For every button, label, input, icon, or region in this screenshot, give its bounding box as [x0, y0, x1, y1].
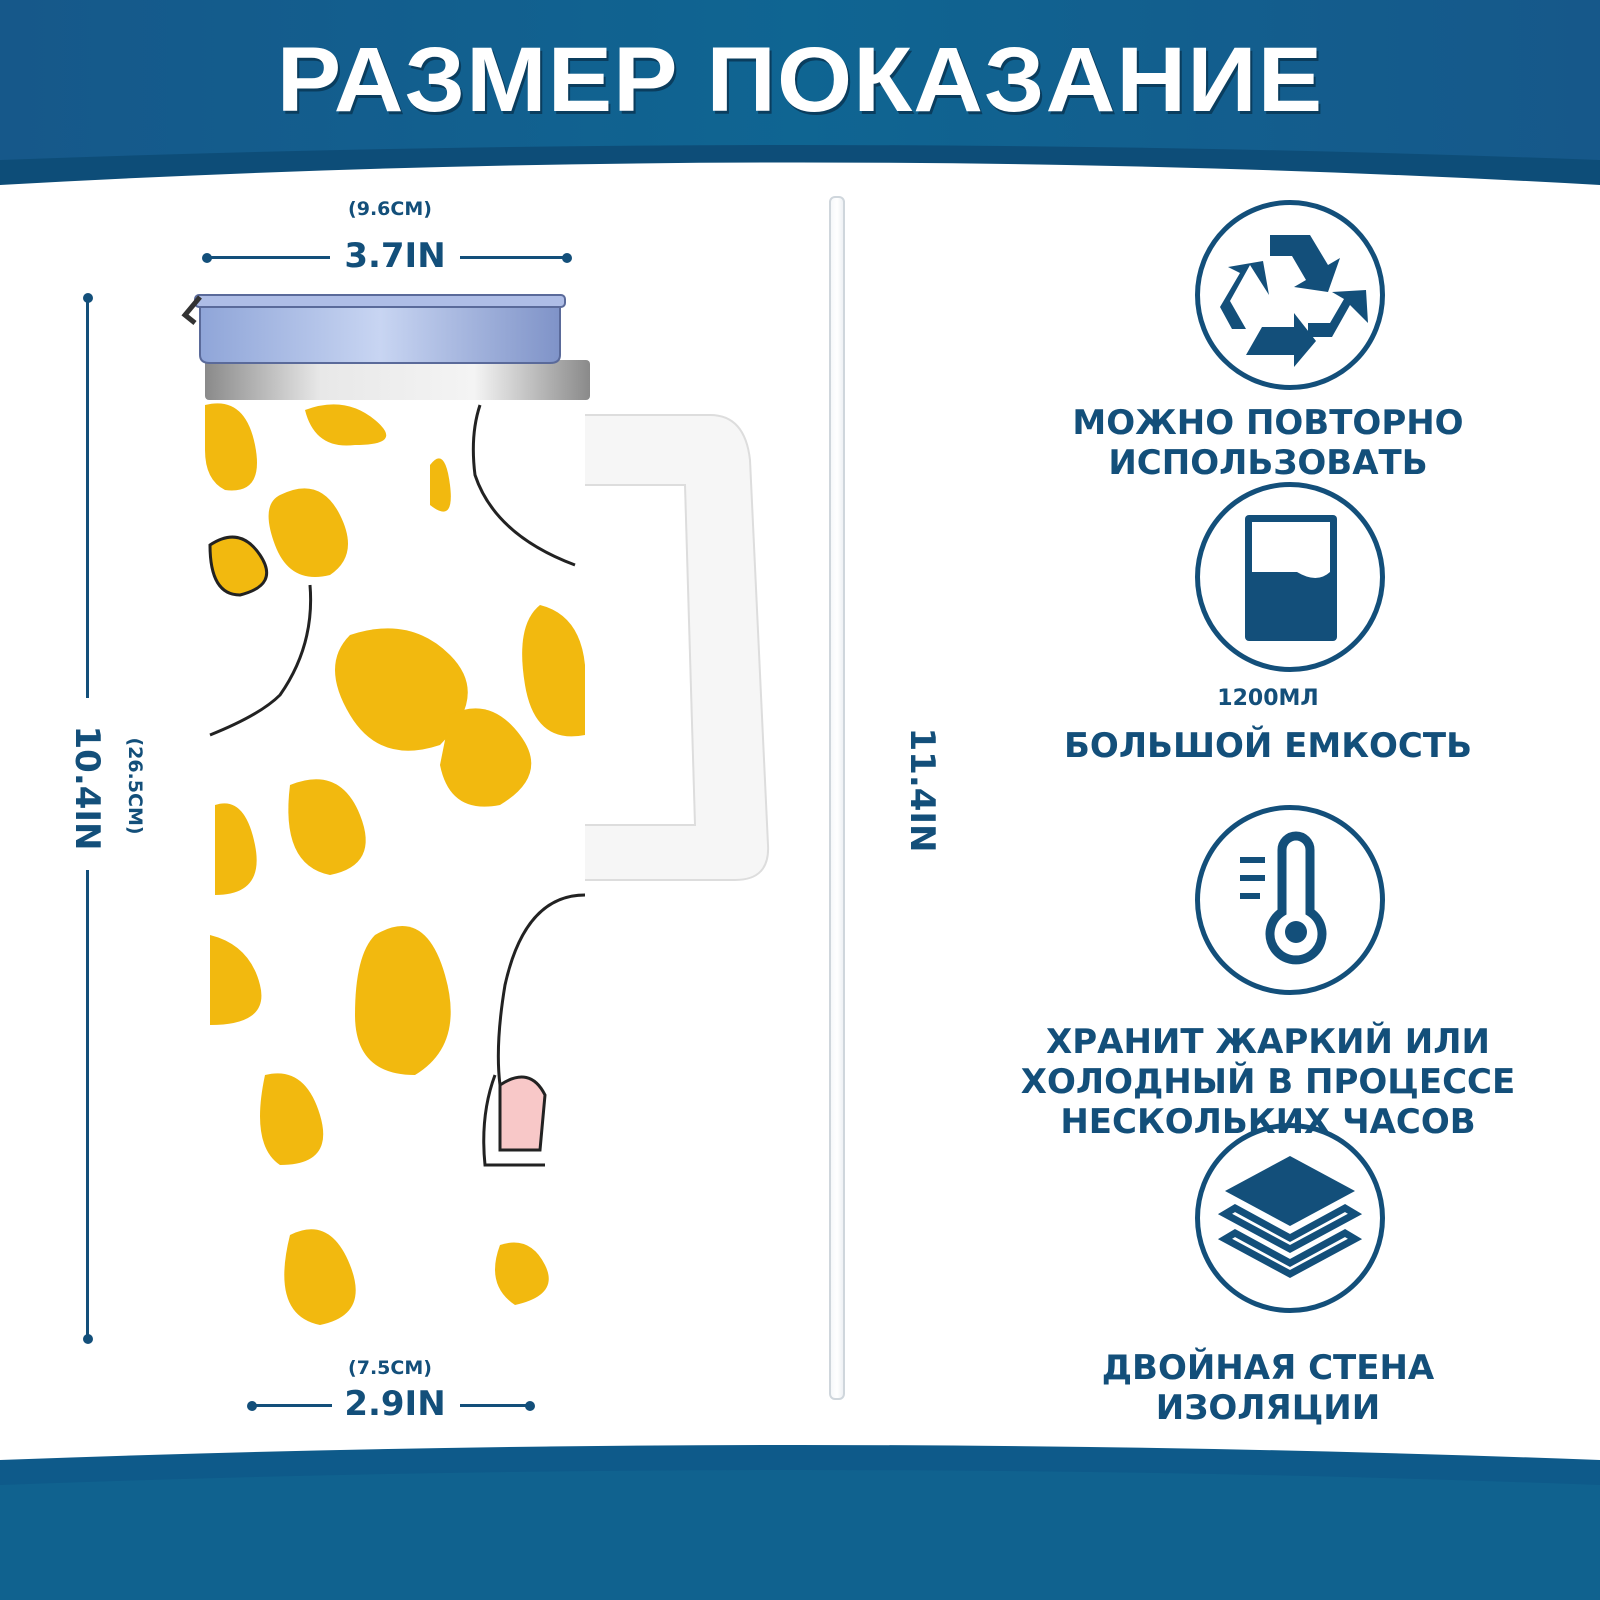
bottom-width-cm: (7.5CM) [348, 1357, 432, 1379]
feature-insulation-line1: ДВОЙНАЯ СТЕНА [1101, 1348, 1435, 1388]
page-title: РАЗМЕР ПОКАЗАНИЕ [276, 29, 1324, 131]
header-banner [0, 0, 1600, 185]
footer-banner [0, 1445, 1600, 1600]
feature-thermal-line2: ХОЛОДНЫЙ В ПРОЦЕССЕ [1020, 1062, 1516, 1102]
cup-capacity-icon [1195, 482, 1385, 672]
tumbler-illustration [181, 294, 770, 1340]
thermometer-icon [1195, 805, 1385, 995]
feature-thermal-line1: ХРАНИТ ЖАРКИЙ ИЛИ [1046, 1022, 1490, 1062]
straw [829, 196, 845, 1400]
top-width-cm: (9.6CM) [348, 198, 432, 220]
feature-capacity-label: БОЛЬШОЙ ЕМКОСТЬ [1064, 726, 1472, 766]
feature-reusable-line2: ИСПОЛЬЗОВАТЬ [1108, 443, 1428, 483]
capacity-value: 1200МЛ [1217, 686, 1319, 711]
height-cm: (26.5CM) [124, 737, 146, 835]
straw-length: 11.4IN [902, 727, 942, 853]
recycle-icon [1195, 200, 1385, 390]
feature-insulation-line2: ИЗОЛЯЦИИ [1155, 1388, 1381, 1428]
bottom-width-in: 2.9IN [344, 1384, 446, 1424]
feature-reusable-line1: МОЖНО ПОВТОРНО [1072, 403, 1464, 443]
top-width-in: 3.7IN [344, 236, 446, 276]
height-in: 10.4IN [67, 725, 107, 851]
layers-icon [1195, 1123, 1385, 1313]
